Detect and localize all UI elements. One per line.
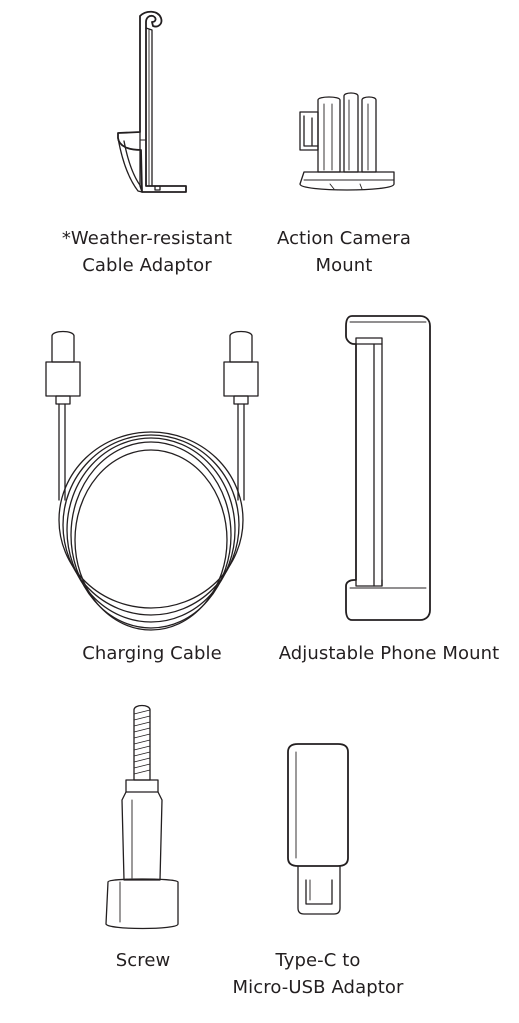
- caption-line: *Weather-resistant: [61, 228, 233, 249]
- caption-line: Adjustable Phone Mount: [278, 643, 500, 664]
- caption-line: Screw: [115, 950, 171, 971]
- caption-action-camera-mount: Action Camera Mount: [264, 225, 424, 279]
- weather-resistant-cable-adaptor-icon: [117, 10, 187, 193]
- caption-charging-cable: Charging Cable: [64, 640, 240, 667]
- caption-weather-resistant-cable-adaptor: *Weather-resistant Cable Adaptor: [52, 225, 242, 279]
- caption-line: Action Camera: [276, 228, 412, 249]
- caption-type-c-to-micro-usb-adaptor: Type-C to Micro-USB Adaptor: [218, 947, 418, 1001]
- screw-icon: [105, 704, 179, 930]
- caption-screw: Screw: [102, 947, 184, 974]
- action-camera-mount-icon: [299, 92, 395, 191]
- caption-line: Charging Cable: [82, 643, 222, 664]
- caption-line: Cable Adaptor: [82, 255, 212, 276]
- adjustable-phone-mount-icon: [345, 315, 431, 621]
- caption-line: Mount: [315, 255, 373, 276]
- charging-cable-icon: [45, 330, 259, 631]
- caption-adjustable-phone-mount: Adjustable Phone Mount: [268, 640, 510, 667]
- caption-line: Micro-USB Adaptor: [232, 977, 404, 998]
- type-c-to-micro-usb-adaptor-icon: [287, 743, 349, 915]
- caption-line: Type-C to: [275, 950, 361, 971]
